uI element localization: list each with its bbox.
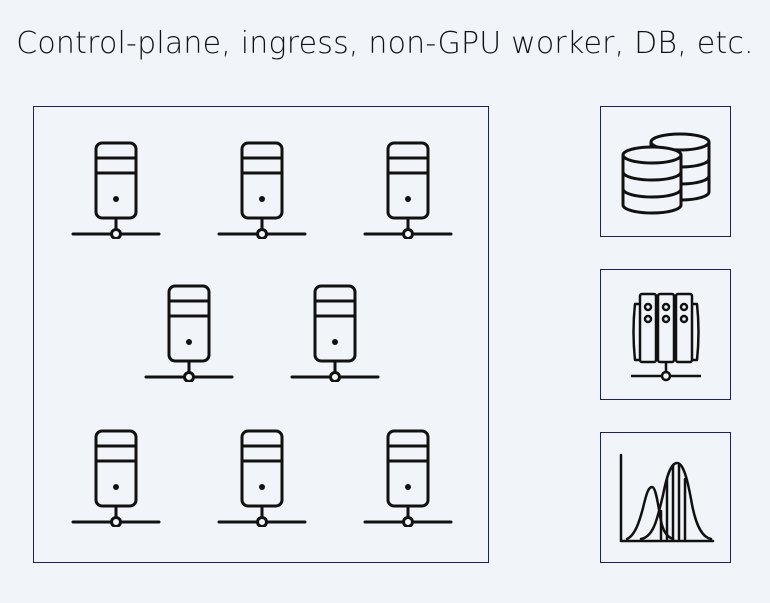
database-box <box>600 106 731 237</box>
networked-server-rack-icon <box>631 292 701 382</box>
database-icon <box>621 132 711 215</box>
networked-server-icon <box>144 282 234 382</box>
networked-server-icon <box>217 427 307 527</box>
networked-server-icon <box>363 139 453 239</box>
distribution-chart-box <box>600 432 731 563</box>
diagram-title: Control-plane, ingress, non-GPU worker, … <box>16 26 754 61</box>
networked-server-icon <box>290 282 380 382</box>
networked-server-icon <box>71 139 161 239</box>
networked-server-icon <box>71 427 161 527</box>
networked-server-icon <box>217 139 307 239</box>
networked-server-icon <box>363 427 453 527</box>
distribution-chart-icon <box>619 453 715 543</box>
server-rack-box <box>600 269 731 400</box>
cluster-box <box>33 106 489 563</box>
